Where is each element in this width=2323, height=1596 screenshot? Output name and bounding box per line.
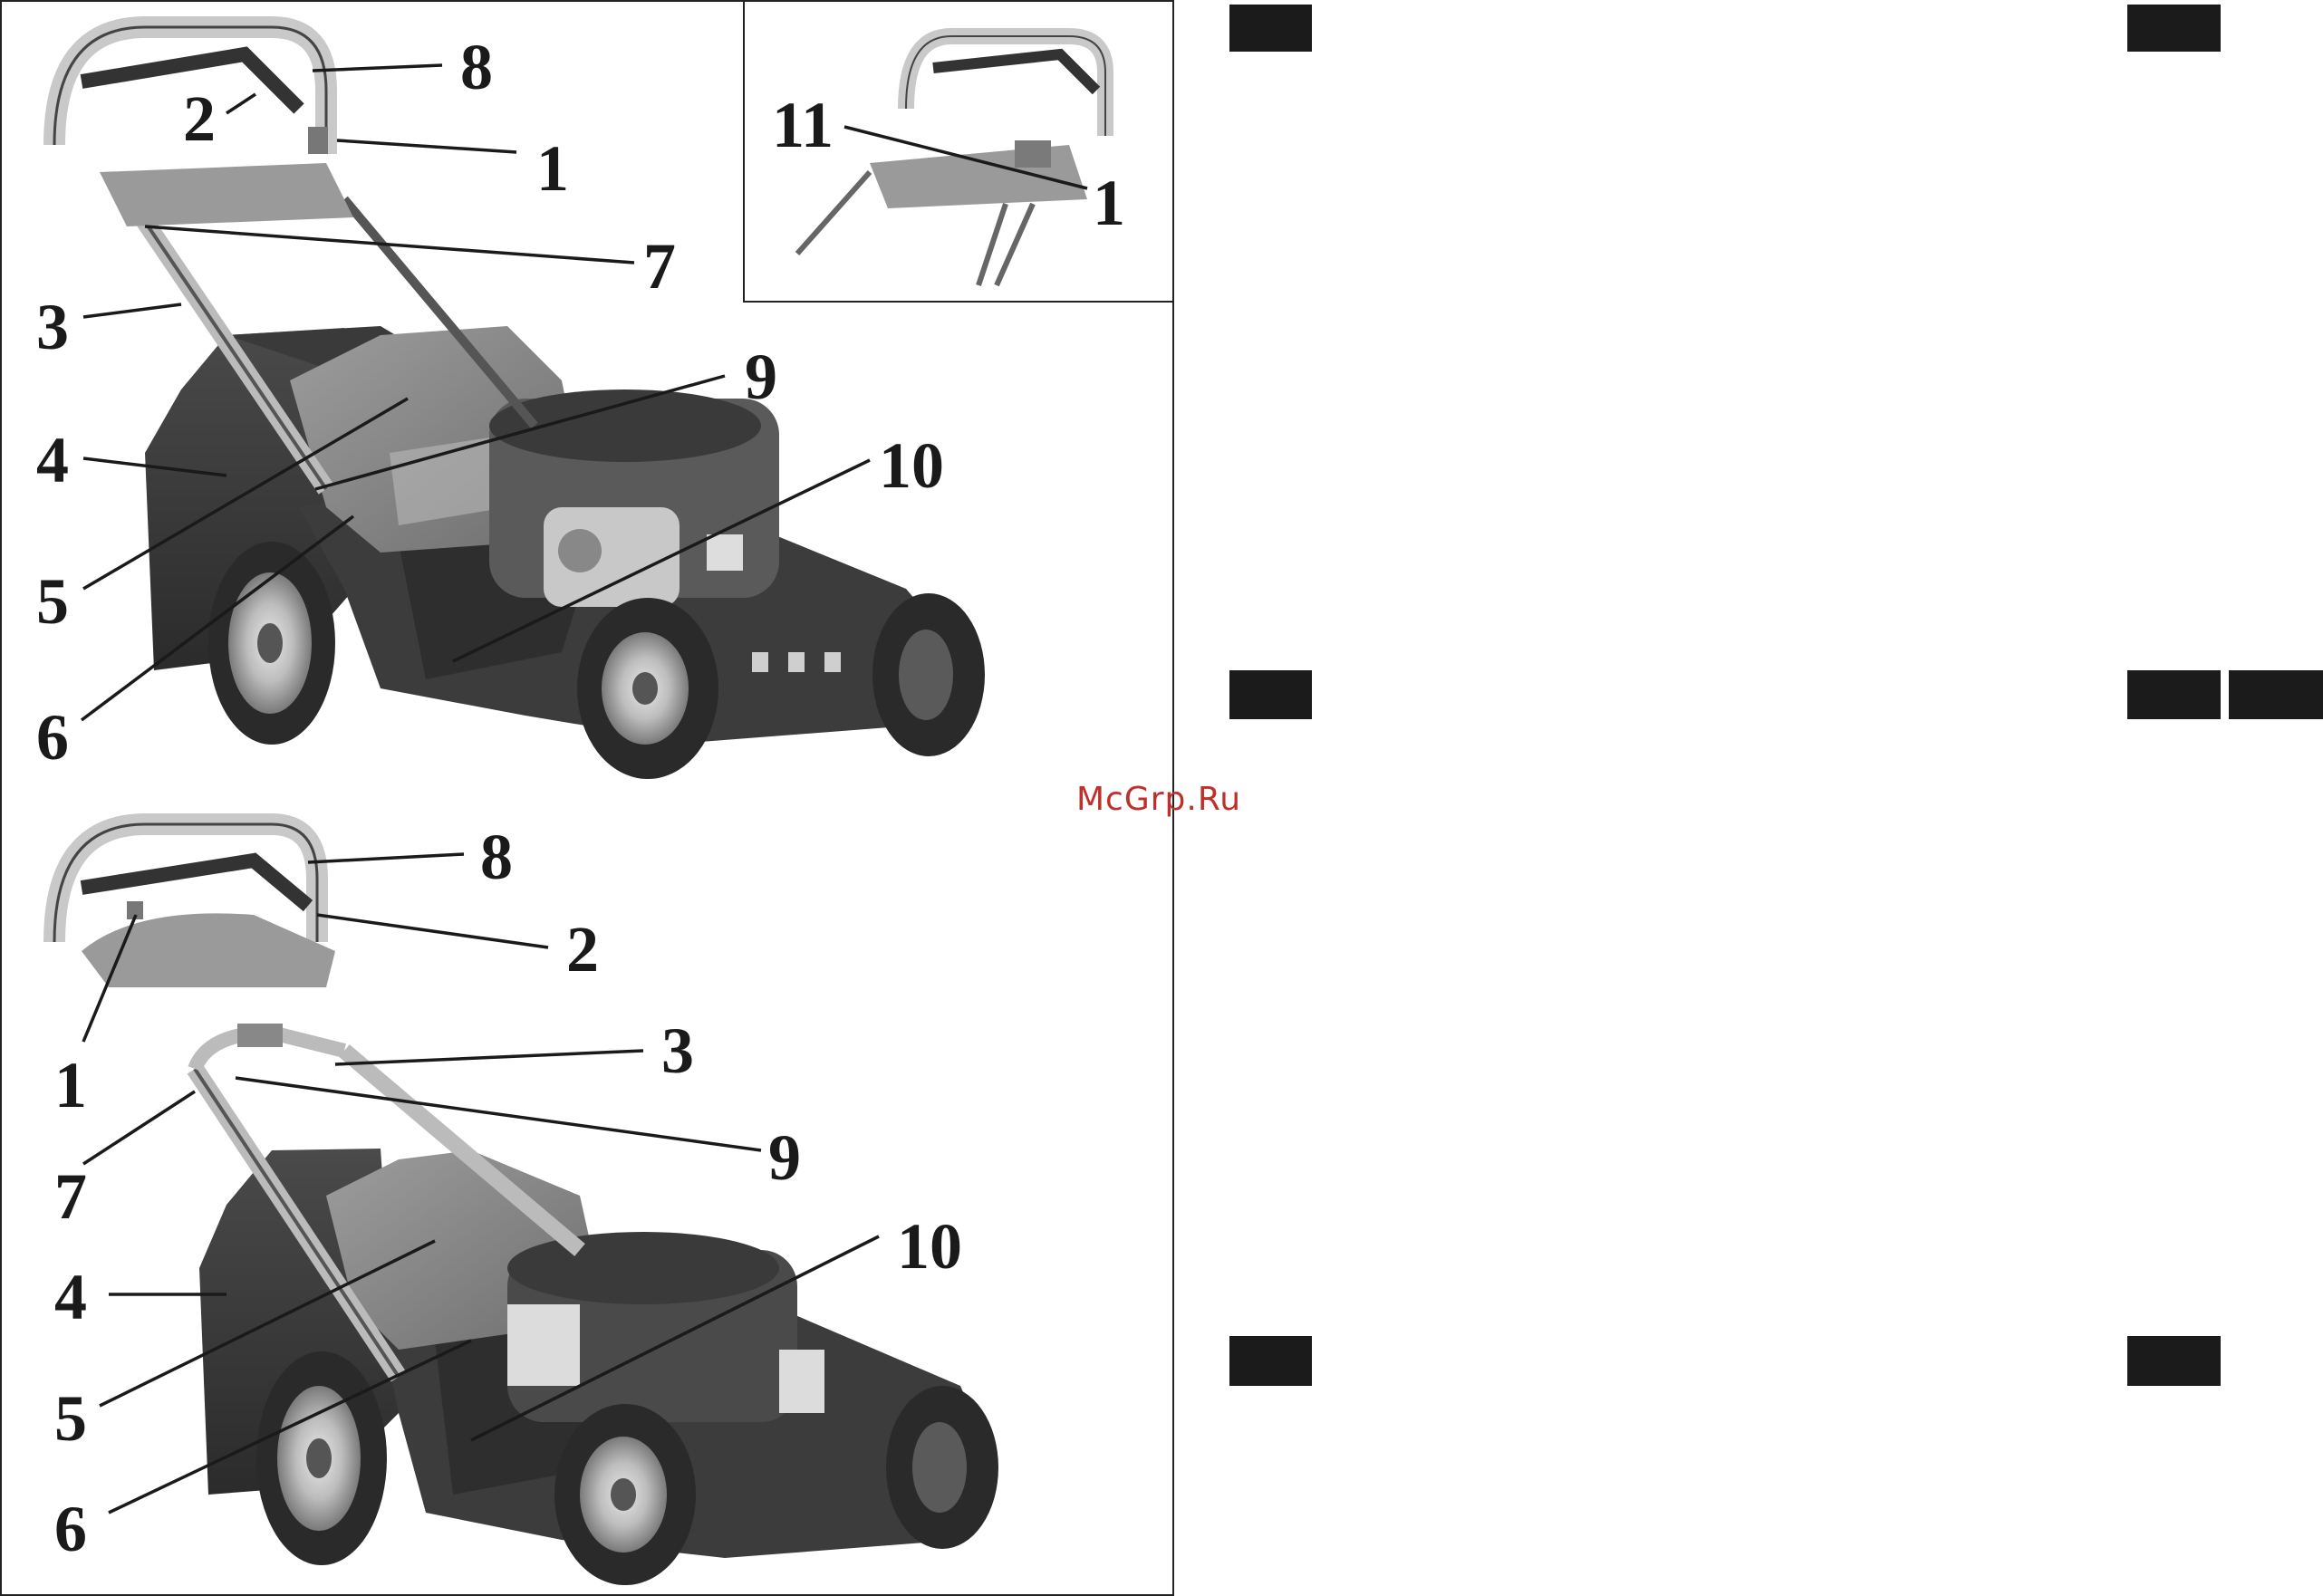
label-8: 8 (480, 821, 513, 893)
label-7: 7 (643, 230, 676, 303)
label-5: 5 (54, 1382, 87, 1455)
label-9: 9 (745, 341, 777, 413)
label-6: 6 (54, 1493, 87, 1565)
label-10: 10 (897, 1210, 962, 1283)
label-4: 4 (36, 424, 69, 496)
label-3: 3 (661, 1014, 694, 1087)
label-3: 3 (36, 291, 69, 363)
label-8: 8 (460, 31, 493, 103)
label-4: 4 (54, 1261, 87, 1333)
label-1: 1 (536, 132, 569, 205)
label-2: 2 (183, 82, 216, 155)
label-5: 5 (36, 565, 69, 638)
label-11: 11 (772, 89, 834, 161)
label-1-inset: 1 (1093, 167, 1125, 239)
label-6: 6 (36, 701, 69, 774)
label-10: 10 (879, 429, 944, 502)
label-7: 7 (54, 1160, 87, 1233)
label-2: 2 (566, 913, 599, 985)
label-9: 9 (768, 1121, 801, 1194)
handle-inset (797, 36, 1105, 285)
label-1: 1 (54, 1049, 87, 1121)
